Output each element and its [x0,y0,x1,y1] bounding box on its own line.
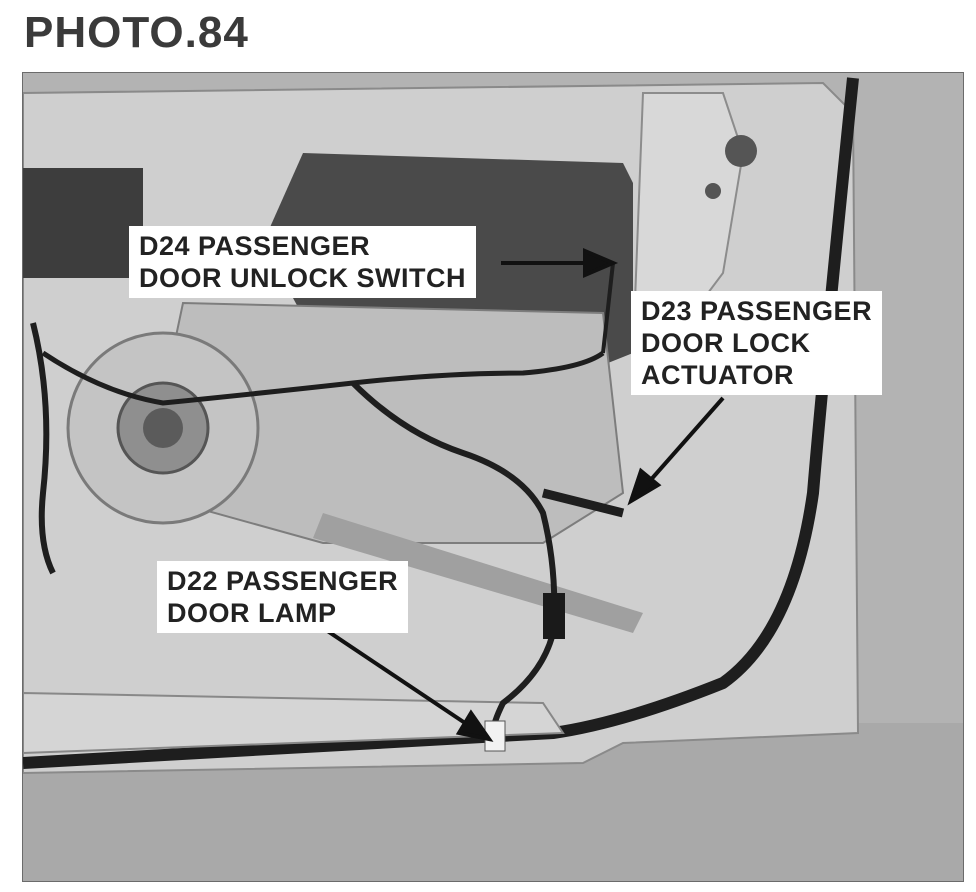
callout-d22-door-lamp: D22 PASSENGER DOOR LAMP [157,561,409,633]
lower-rail [23,691,565,755]
callout-d24-door-unlock-switch: D24 PASSENGER DOOR UNLOCK SWITCH [129,226,476,298]
edge-harness [30,322,56,575]
mount-hole [725,135,757,167]
callout-d23-line2: DOOR LOCK [641,328,811,358]
callout-d24-line1: D24 PASSENGER [139,231,371,261]
photo-title: PHOTO.84 [24,8,249,57]
callout-d23-line3: ACTUATOR [641,360,794,390]
callout-d22-line2: DOOR LAMP [167,598,337,628]
callout-d23-line1: D23 PASSENGER [641,296,873,326]
motor-hub [143,408,183,448]
weatherstrip [23,77,859,769]
door-photo: D24 PASSENGER DOOR UNLOCK SWITCH D23 PAS… [22,72,964,882]
mount-hole-small [705,183,721,199]
wiring-harness-lower [350,380,558,734]
switch-lead [601,262,615,354]
arrow-d23-line [646,396,725,485]
arrow-d22-line [321,626,470,727]
actuator-harness [541,488,625,518]
arrow-d22-head [455,709,494,742]
door-illustration [23,73,963,881]
callout-d22-line1: D22 PASSENGER [167,566,399,596]
callout-d23-door-lock-actuator: D23 PASSENGER DOOR LOCK ACTUATOR [631,291,883,395]
callout-d24-line2: DOOR UNLOCK SWITCH [139,263,466,293]
arrow-d24-head [583,247,619,279]
wiring-harness-upper [41,350,605,406]
arrow-d23-head [627,467,662,506]
harness-connector [543,593,565,639]
lock-mechanism [23,168,143,278]
